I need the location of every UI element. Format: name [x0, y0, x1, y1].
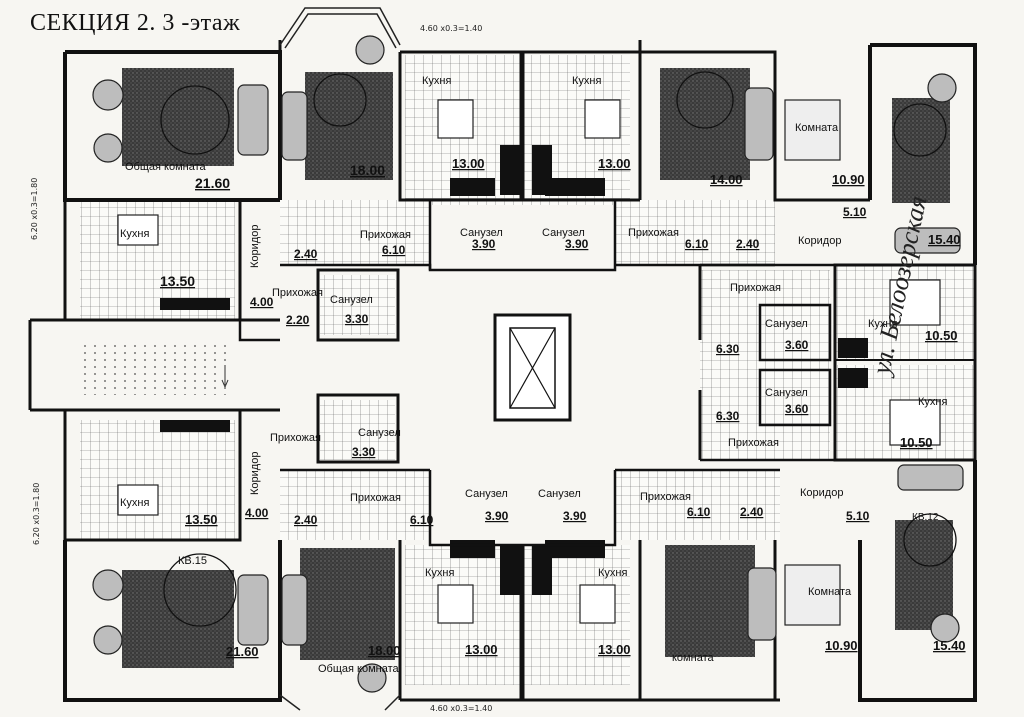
label-e-kitchen2: Кухня [918, 396, 947, 408]
area-small-hall2: 2.20 [286, 313, 310, 327]
dining-tables [117, 99, 941, 624]
area-se-corr: 5.10 [846, 509, 870, 523]
area-e-bath2: 3.60 [785, 402, 809, 416]
area-sc-kitchen1: 13.00 [465, 642, 498, 657]
area-e-bath: 3.60 [785, 338, 809, 352]
label-small-hall: Прихожая [272, 287, 323, 299]
page-title: СЕКЦИЯ 2. 3 -этаж [30, 10, 241, 36]
label-s-living: Общая комната [318, 663, 400, 675]
area-se-room: 10.90 [825, 638, 858, 653]
label-sc-bath2: Санузел [538, 488, 581, 500]
area-e-hall2: 6.30 [716, 409, 740, 423]
walls [28, 40, 977, 702]
area-ne-room: 10.90 [832, 172, 865, 187]
label-sw-kitchen: Кухня [120, 497, 149, 509]
bay-window [279, 7, 401, 711]
label-sc-bath1: Санузел [465, 488, 508, 500]
area-nw-hall: 2.40 [294, 247, 318, 261]
dimension-note-top: 4.60 x0.3=1.40 [420, 24, 483, 33]
label-nw-kitchen: Кухня [120, 228, 149, 240]
apt-label-kv15: КВ.15 [178, 555, 207, 567]
area-se-hall2: 2.40 [740, 505, 764, 519]
label-s-hall: Прихожая [350, 492, 401, 504]
label-nc-kitchen1: Кухня [422, 75, 451, 87]
area-se-hall: 6.10 [687, 505, 711, 519]
area-sw-bath: 3.30 [352, 445, 376, 459]
area-sw-hall2: 2.40 [294, 513, 318, 527]
label-se-room: Комната [808, 586, 852, 598]
area-ne-living: 14.00 [710, 172, 743, 187]
area-ne-hall: 6.10 [685, 237, 709, 251]
area-nc-bath2: 3.90 [565, 237, 589, 251]
area-e-kitchen2: 10.50 [900, 435, 933, 450]
dimension-note-left-lower: 6.20 x0.3=1.80 [32, 482, 41, 545]
dimension-note-bottom: 4.60 x0.3=1.40 [430, 704, 493, 713]
room-labels: Общая комната 21.60 Кухня 13.50 2.40 18.… [120, 75, 966, 675]
area-nc-kitchen2: 13.00 [598, 156, 631, 171]
area-sw-kitchen: 13.50 [185, 512, 218, 527]
area-sc-bath2: 3.90 [563, 509, 587, 523]
apt-label-kv12: КВ.12 [912, 512, 939, 523]
area-nc-bath1: 3.90 [472, 237, 496, 251]
label-sw-hall: Прихожая [270, 432, 321, 444]
area-s-living: 18.00 [368, 643, 401, 658]
label-e-bath2: Санузел [765, 387, 808, 399]
apartment-circles [160, 71, 957, 627]
area-sc-bath1: 3.90 [485, 509, 509, 523]
label-sw-corridor: Коридор [249, 452, 261, 495]
label-e-hall2: Прихожая [728, 437, 779, 449]
area-ne-living2: 15.40 [928, 232, 961, 247]
label-e-hall: Прихожая [730, 282, 781, 294]
label-nc-bath1: Санузел [460, 227, 503, 239]
label-se-living: комната [672, 652, 714, 664]
label-se-corr: Коридор [800, 487, 843, 499]
area-small-hall: 4.00 [250, 295, 274, 309]
area-e-kitchen: 10.50 [925, 328, 958, 343]
stairwell [84, 345, 229, 395]
label-nw-living: Общая комната [125, 161, 207, 173]
dimension-note-left-upper: 6.20 x0.3=1.80 [30, 177, 39, 240]
area-nw-living: 21.60 [195, 175, 230, 191]
label-nc-bath2: Санузел [542, 227, 585, 239]
label-nw-bath: Санузел [330, 294, 373, 306]
area-ne-corr: 5.10 [843, 205, 867, 219]
area-se-living2: 15.40 [933, 638, 966, 653]
label-se-hall: Прихожая [640, 491, 691, 503]
label-sc-kitchen2: Кухня [598, 567, 627, 579]
area-n-living: 18.00 [350, 162, 385, 178]
label-e-kitchen: Кухня [868, 318, 897, 330]
label-nw-corridor: Коридор [249, 225, 261, 268]
label-sc-kitchen1: Кухня [425, 567, 454, 579]
label-e-bath: Санузел [765, 318, 808, 330]
area-ne-hall2: 2.40 [736, 237, 760, 251]
area-s-hall: 6.10 [410, 513, 434, 527]
label-ne-corr: Коридор [798, 235, 841, 247]
furniture [92, 35, 964, 693]
label-ne-hall: Прихожая [628, 227, 679, 239]
area-sw-hall: 4.00 [245, 506, 269, 520]
area-e-hall: 6.30 [716, 342, 740, 356]
label-n-hall: Прихожая [360, 229, 411, 241]
area-sc-kitchen2: 13.00 [598, 642, 631, 657]
label-nc-kitchen2: Кухня [572, 75, 601, 87]
area-n-hall: 6.10 [382, 243, 406, 257]
area-nw-kitchen: 13.50 [160, 273, 195, 289]
label-sw-bath: Санузел [358, 427, 401, 439]
label-ne-room: Комната [795, 122, 839, 134]
area-sw-living: 21.60 [226, 644, 259, 659]
area-nw-bath: 3.30 [345, 312, 369, 326]
elevator-shaft [493, 313, 572, 422]
area-nc-kitchen1: 13.00 [452, 156, 485, 171]
